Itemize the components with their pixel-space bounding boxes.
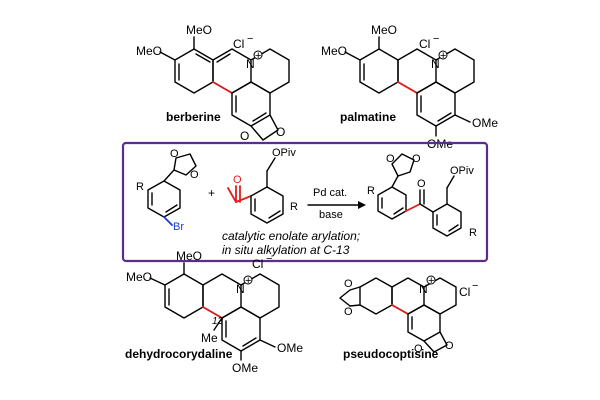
dehydrocorydaline-ome-3: OMe bbox=[277, 341, 303, 355]
pseudocoptisine-n-label: N bbox=[419, 282, 428, 296]
pseudocoptisine-name: pseudocoptisine bbox=[343, 347, 439, 361]
berberine-plus-ring bbox=[253, 50, 263, 60]
pseudocoptisine-o-4: O bbox=[414, 343, 423, 355]
reactant-1-r: R bbox=[136, 181, 144, 193]
dehydrocorydaline-plus-ring bbox=[243, 275, 253, 285]
palmatine-charge-minus: − bbox=[433, 33, 439, 45]
berberine-n-label: N bbox=[246, 57, 255, 71]
dehydrocorydaline-counterion: Cl bbox=[252, 257, 263, 271]
product-o-1: O bbox=[386, 153, 395, 165]
pseudocoptisine-structure bbox=[339, 277, 457, 353]
pseudocoptisine-o-1: O bbox=[344, 278, 353, 290]
dehydrocorydaline-ome-1: MeO bbox=[176, 249, 202, 263]
dehydrocorydaline-name: dehydrocorydaline bbox=[125, 347, 233, 361]
reactant-1-br: Br bbox=[173, 221, 184, 233]
berberine-ome-1: MeO bbox=[186, 23, 212, 37]
pseudocoptisine-counterion: Cl bbox=[459, 285, 470, 299]
palmatine-ome-3: OMe bbox=[472, 116, 498, 130]
berberine-charge-plus: + bbox=[255, 50, 261, 62]
reaction-plus: + bbox=[208, 186, 215, 200]
dehydrocorydaline-structure bbox=[149, 262, 280, 361]
berberine-charge-minus: − bbox=[247, 33, 253, 45]
product-r-1: R bbox=[367, 185, 375, 197]
caption-line-2: in situ alkylation at C-13 bbox=[222, 243, 350, 257]
berberine-name: berberine bbox=[166, 110, 221, 124]
reactant-2-o: O bbox=[233, 174, 242, 186]
berberine-ome-2: MeO bbox=[136, 44, 162, 58]
product-o-2: O bbox=[412, 153, 421, 165]
caption-line-1: catalytic enolate arylation; bbox=[222, 229, 360, 243]
pseudocoptisine-o-2: O bbox=[344, 306, 353, 318]
reactant-2-opiv: OPiv bbox=[272, 147, 296, 159]
palmatine-charge-plus: + bbox=[440, 50, 446, 62]
dehydrocorydaline-ome-2: MeO bbox=[126, 270, 152, 284]
dehydrocorydaline-me: Me bbox=[201, 331, 218, 345]
berberine-counterion: Cl bbox=[233, 37, 244, 51]
berberine-o-2: O bbox=[240, 129, 249, 143]
reagent-bottom: base bbox=[319, 209, 343, 221]
reaction-box bbox=[121, 141, 489, 263]
berberine-structure bbox=[159, 36, 290, 141]
reagent-top: Pd cat. bbox=[313, 187, 347, 199]
product-opiv: OPiv bbox=[450, 165, 474, 177]
product-o-3: O bbox=[417, 178, 426, 190]
pseudocoptisine-charge-plus: + bbox=[428, 275, 434, 287]
berberine-o-1: O bbox=[276, 125, 285, 139]
reactant-2-r: R bbox=[290, 201, 298, 213]
palmatine-ome-2: MeO bbox=[321, 44, 347, 58]
dehydrocorydaline-charge-plus: + bbox=[245, 275, 251, 287]
palmatine-n-label: N bbox=[431, 57, 440, 71]
reactant-1-o-1: O bbox=[170, 148, 179, 160]
reactant-1-structure bbox=[147, 153, 197, 226]
palmatine-plus-ring bbox=[438, 50, 448, 60]
reaction-arrowhead bbox=[358, 201, 366, 209]
palmatine-ome-1: MeO bbox=[371, 23, 397, 37]
pseudocoptisine-plus-ring bbox=[426, 275, 436, 285]
product-structure bbox=[377, 153, 462, 237]
reactant-2-structure bbox=[227, 157, 284, 224]
palmatine-name: palmatine bbox=[340, 110, 396, 124]
dehydrocorydaline-charge-minus: − bbox=[266, 253, 272, 265]
dehydrocorydaline-n-label: N bbox=[236, 282, 245, 296]
reactant-1-o-2: O bbox=[190, 169, 199, 181]
product-r-2: R bbox=[469, 227, 477, 239]
palmatine-structure bbox=[344, 36, 475, 137]
palmatine-counterion: Cl bbox=[419, 37, 430, 51]
dehydrocorydaline-position: 13 bbox=[212, 316, 224, 327]
pseudocoptisine-charge-minus: − bbox=[472, 280, 478, 292]
dehydrocorydaline-ome-4: OMe bbox=[232, 361, 258, 375]
pseudocoptisine-o-3: O bbox=[445, 340, 454, 352]
